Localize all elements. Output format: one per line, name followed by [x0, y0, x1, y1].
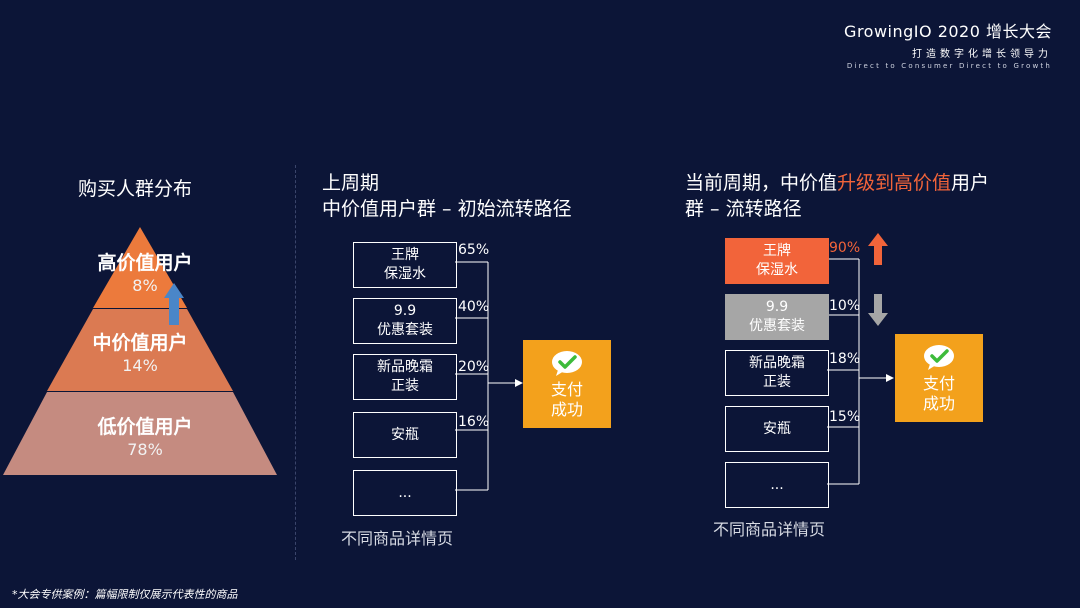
current-period-connectors: [827, 258, 894, 485]
brand-subtitle: 打造数字化增长领导力: [912, 49, 1052, 60]
increase-arrow-icon: [868, 233, 888, 265]
current-product-3: 新品晚霜 正装: [725, 350, 829, 396]
last-period-connectors: [455, 261, 523, 491]
current-product-5: ...: [725, 462, 829, 508]
current-pay-label-1: 支付: [922, 374, 955, 393]
last-product-3: 新品晚霜 正装: [353, 354, 457, 400]
footnote: *大会专供案例：篇幅限制仅展示代表性的商品: [12, 588, 238, 601]
current-pct-1: 90%: [829, 240, 861, 256]
tier-mid-pct: 14%: [122, 356, 158, 375]
current-title-highlight: 升级到高价值: [837, 172, 952, 194]
wechat-pay-icon: [552, 351, 582, 376]
flow-arrow-icon: [515, 379, 523, 387]
pyramid-tier-low: [3, 392, 277, 475]
wechat-pay-icon: [924, 345, 954, 370]
last-product-5: ...: [353, 470, 457, 516]
decrease-arrow-icon: [868, 294, 888, 326]
pyramid-tier-mid: [47, 309, 233, 391]
tier-low-pct: 78%: [127, 440, 163, 459]
current-product-2: 9.9 优惠套装: [725, 294, 829, 340]
brand-tagline: Direct to Consumer Direct to Growth: [846, 62, 1052, 70]
last-pay-label-1: 支付: [550, 380, 583, 399]
last-pay-success-box: 支付 成功: [523, 340, 611, 428]
last-caption: 不同商品详情页: [341, 529, 454, 548]
current-period-title-2: 群 – 流转路径: [685, 198, 802, 220]
current-title-part2: 用户: [951, 172, 990, 194]
current-caption: 不同商品详情页: [713, 520, 826, 539]
last-period-title-1: 上周期: [322, 172, 380, 194]
brand-title: GrowingIO 2020 增长大会: [844, 22, 1052, 41]
current-title-part1: 当前周期，中价值: [685, 172, 838, 194]
tier-low-label: 低价值用户: [97, 416, 193, 438]
current-pct-3: 18%: [829, 351, 861, 367]
pyramid-tier-high: [93, 227, 187, 308]
current-pct-2: 10%: [829, 298, 861, 314]
pyramid-title: 购买人群分布: [78, 178, 193, 200]
current-pay-success-box: 支付 成功: [895, 334, 983, 422]
current-period-title-1: 当前周期，中价值升级到高价值用户: [685, 170, 989, 196]
last-product-1: 王牌 保湿水: [353, 242, 457, 288]
last-product-4: 安瓶: [353, 412, 457, 458]
section-divider: [295, 165, 296, 560]
last-period-title-2: 中价值用户群 – 初始流转路径: [322, 198, 572, 220]
current-product-1: 王牌 保湿水: [725, 238, 829, 284]
current-pct-4: 15%: [829, 409, 861, 425]
tier-mid-label: 中价值用户: [92, 332, 188, 354]
last-pct-3: 20%: [458, 359, 490, 375]
pyramid-chart: [3, 227, 277, 475]
last-pay-label-2: 成功: [550, 400, 583, 419]
last-pct-2: 40%: [458, 299, 490, 315]
current-pay-label-2: 成功: [922, 394, 955, 413]
flow-arrow-icon: [886, 374, 894, 382]
last-pct-4: 16%: [458, 414, 490, 430]
tier-high-pct: 8%: [132, 276, 158, 295]
last-product-2: 9.9 优惠套装: [353, 298, 457, 344]
current-product-4: 安瓶: [725, 406, 829, 452]
tier-high-label: 高价值用户: [97, 252, 193, 274]
upgrade-arrow-icon: [164, 283, 184, 325]
last-pct-1: 65%: [458, 242, 490, 258]
